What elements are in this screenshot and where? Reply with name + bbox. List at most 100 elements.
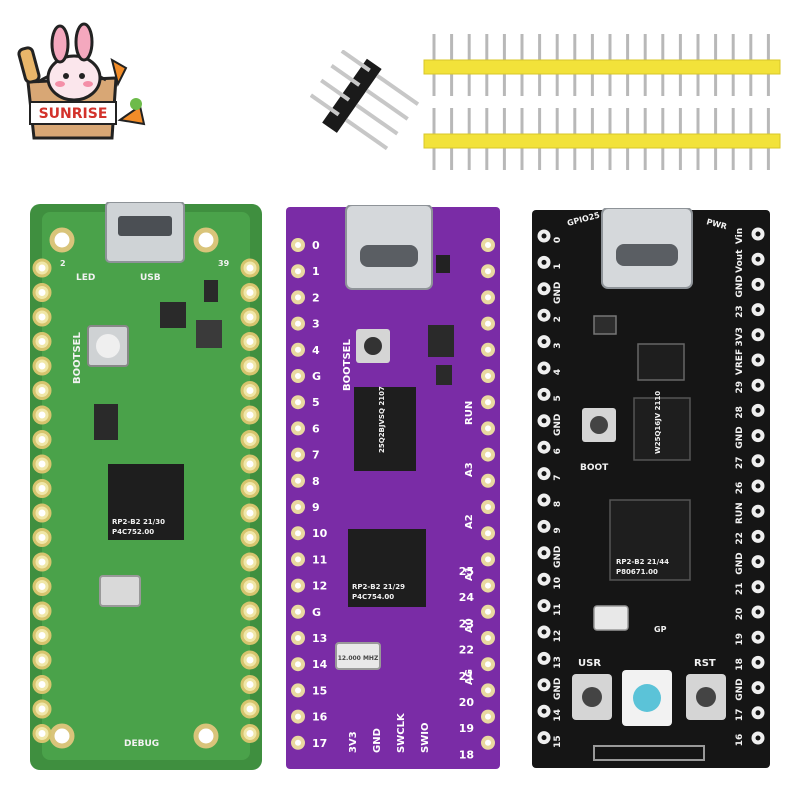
purple-left-pin-label: 4 <box>312 344 320 357</box>
purple-left-pin-label: 8 <box>312 475 320 488</box>
yellow-pin-headers <box>420 30 790 175</box>
black-right-pin-label: 18 <box>735 658 745 671</box>
black-right-pin-label: 17 <box>735 709 745 722</box>
purple-left-pin-label: 12 <box>312 580 327 593</box>
purple-right-pin-label: 24 <box>459 591 475 604</box>
black-left-pin-label: GND <box>553 282 563 304</box>
black-label-boot: BOOT <box>580 463 609 473</box>
purple-left-pin-label: 14 <box>312 658 328 671</box>
black-left-pin-label: 10 <box>553 577 563 590</box>
black-right-pin-label: 26 <box>735 482 745 495</box>
purple-flash-text: 25Q2BJVSQ 2107 <box>378 386 386 453</box>
black-right-pin-label: 23 <box>735 305 745 318</box>
black-left-pin-label: 13 <box>553 656 563 669</box>
purple-left-pin-label: G <box>312 370 321 383</box>
black-label-rst: RST <box>694 658 716 669</box>
purple-left-pin-label: 11 <box>312 553 327 566</box>
black-label-gp: GP <box>654 625 667 634</box>
purple-right-pin-label: AG <box>464 669 475 685</box>
purple-right-pin-label: 18 <box>459 748 474 761</box>
black-left-pin-label: 2 <box>553 316 563 322</box>
black-label-usr: USR <box>578 658 601 669</box>
purple-right-pin-label: 23 <box>459 617 474 630</box>
black-left-pin-label: 14 <box>553 709 563 722</box>
black-left-pin-label: 8 <box>553 501 563 507</box>
purple-chip-text: RP2-B2 21/29 <box>352 583 405 591</box>
black-board: GPIO25 PWR BOOT W25Q16JV 2110 RP2-B2 21/… <box>530 208 772 770</box>
label-pin-2: 2 <box>60 259 66 268</box>
purple-right-pin-label: 20 <box>459 696 475 709</box>
purple-left-pin-label: 17 <box>312 737 327 750</box>
purple-bottom-label: 3V3 <box>348 731 359 753</box>
black-right-pin-label: 27 <box>735 457 745 470</box>
label-led: LED <box>76 273 95 283</box>
purple-left-pin-label: 2 <box>312 291 320 304</box>
black-right-pin-label: 21 <box>735 583 745 596</box>
sunrise-logo: SUNRISE <box>8 20 150 140</box>
black-left-pin-label: 6 <box>553 448 563 454</box>
purple-right-pin-label: 21 <box>459 670 474 683</box>
black-right-pin-label: GND <box>735 678 745 700</box>
black-chip-text: RP2-B2 21/44 <box>616 558 669 566</box>
purple-right-pin-label: 22 <box>459 644 474 657</box>
purple-left-pin-label: 15 <box>312 684 327 697</box>
purple-left-pin-label: 6 <box>312 422 320 435</box>
black-left-pin-label: 9 <box>553 527 563 533</box>
label-debug: DEBUG <box>124 739 159 749</box>
black-left-pin-label: 15 <box>553 735 563 748</box>
black-left-pin-label: 1 <box>553 263 563 269</box>
purple-bottom-label: SWCLK <box>396 712 407 753</box>
black-right-pin-label: 3V3 <box>735 327 745 347</box>
black-right-pin-label: Vout <box>735 249 745 273</box>
purple-chip-text-2: P4C754.00 <box>352 593 394 601</box>
black-right-pin-label: GND <box>735 552 745 574</box>
purple-left-pin-label: 1 <box>312 265 320 278</box>
black-right-pin-label: GND <box>735 426 745 448</box>
purple-left-pin-label: 16 <box>312 711 328 724</box>
purple-left-pin-label: 0 <box>312 239 320 252</box>
purple-left-pin-label: G <box>312 606 321 619</box>
black-flash-text: W25Q16JV 2110 <box>654 391 662 454</box>
black-left-pin-label: 0 <box>553 237 563 243</box>
purple-left-pin-label: 5 <box>312 396 320 409</box>
black-left-pin-label: GND <box>553 678 563 700</box>
purple-right-pin-label: A0 <box>464 618 475 633</box>
black-left-pin-label: GND <box>553 414 563 436</box>
black-right-pin-label: RUN <box>735 502 745 524</box>
purple-right-pin-label: A2 <box>464 514 475 529</box>
label-bootsel: BOOTSEL <box>72 332 83 384</box>
black-left-pin-label: 5 <box>553 395 563 401</box>
green-chip-text: RP2-B2 21/30 <box>112 518 165 526</box>
purple-right-pin-label: A3 <box>464 462 475 477</box>
purple-left-pin-label: 10 <box>312 527 328 540</box>
black-chip-text-2: P80671.00 <box>616 568 658 576</box>
purple-board: BOOTSEL 25Q2BJVSQ 2107 RP2-B2 21/29 P4C7… <box>284 205 502 771</box>
black-right-pin-label: 29 <box>735 381 745 394</box>
black-right-pin-label: 20 <box>735 608 745 621</box>
black-right-pin-label: 22 <box>735 532 745 545</box>
black-right-pin-label: VREF <box>735 349 745 375</box>
purple-right-pin-label: 25 <box>459 565 474 578</box>
black-left-pin-label: 12 <box>553 630 563 643</box>
purple-right-pin-label: RUN <box>464 401 475 425</box>
label-pin-39: 39 <box>218 259 230 268</box>
right-angle-pin-header <box>310 50 420 160</box>
black-left-pin-label: 7 <box>553 474 563 480</box>
purple-left-pin-label: 13 <box>312 632 327 645</box>
black-left-pin-label: GND <box>553 546 563 568</box>
purple-right-pin-label: 19 <box>459 722 474 735</box>
black-right-pin-label: 28 <box>735 406 745 419</box>
purple-label-bootsel: BOOTSEL <box>342 339 353 391</box>
black-right-pin-label: 19 <box>735 633 745 646</box>
label-usb: USB <box>140 273 161 283</box>
black-left-pin-label: 3 <box>553 342 563 348</box>
purple-crystal-text: 12.000 MHZ <box>338 655 379 662</box>
black-left-pin-label: 4 <box>553 369 563 375</box>
black-right-pin-label: Vin <box>735 228 745 244</box>
black-right-pin-label: GND <box>735 275 745 297</box>
purple-left-pin-label: 9 <box>312 501 320 514</box>
purple-left-pin-label: 3 <box>312 318 320 331</box>
purple-bottom-label: SWIO <box>420 723 431 753</box>
purple-left-pin-label: 7 <box>312 449 320 462</box>
yellow-header-strip <box>423 133 781 149</box>
